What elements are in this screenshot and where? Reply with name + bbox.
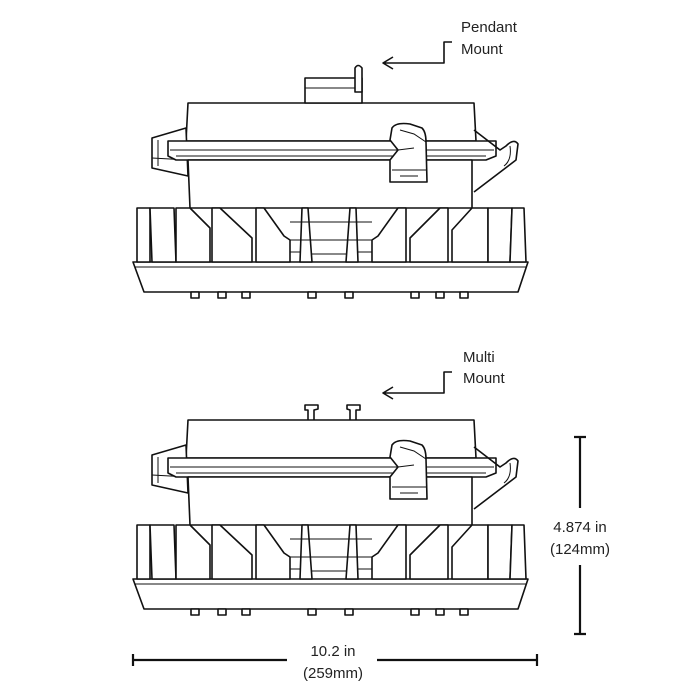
leader-arrow-icon	[382, 41, 452, 70]
callout-pendant-line1: Pendant	[461, 19, 518, 36]
callout-pendant-line2: Mount	[461, 41, 504, 58]
callout-pendant-mount: Pendant Mount	[382, 19, 518, 70]
callout-multi-mount: Multi Mount	[382, 349, 506, 400]
height-metric: (124mm)	[550, 541, 610, 558]
height-dimension: 4.874 in (124mm)	[550, 435, 610, 636]
callout-multi-line2: Mount	[463, 370, 506, 387]
leader-arrow-icon	[382, 371, 452, 400]
width-metric: (259mm)	[303, 665, 363, 682]
height-imperial: 4.874 in	[553, 519, 606, 536]
fixture-multi-mount	[132, 404, 529, 616]
callout-multi-line1: Multi	[463, 349, 495, 366]
width-dimension: 10.2 in (259mm)	[131, 643, 539, 682]
width-imperial: 10.2 in	[310, 643, 355, 660]
fixture-pendant-mount	[132, 64, 529, 299]
pendant-mount-bracket	[304, 64, 363, 104]
multi-mount-clips	[304, 404, 361, 420]
